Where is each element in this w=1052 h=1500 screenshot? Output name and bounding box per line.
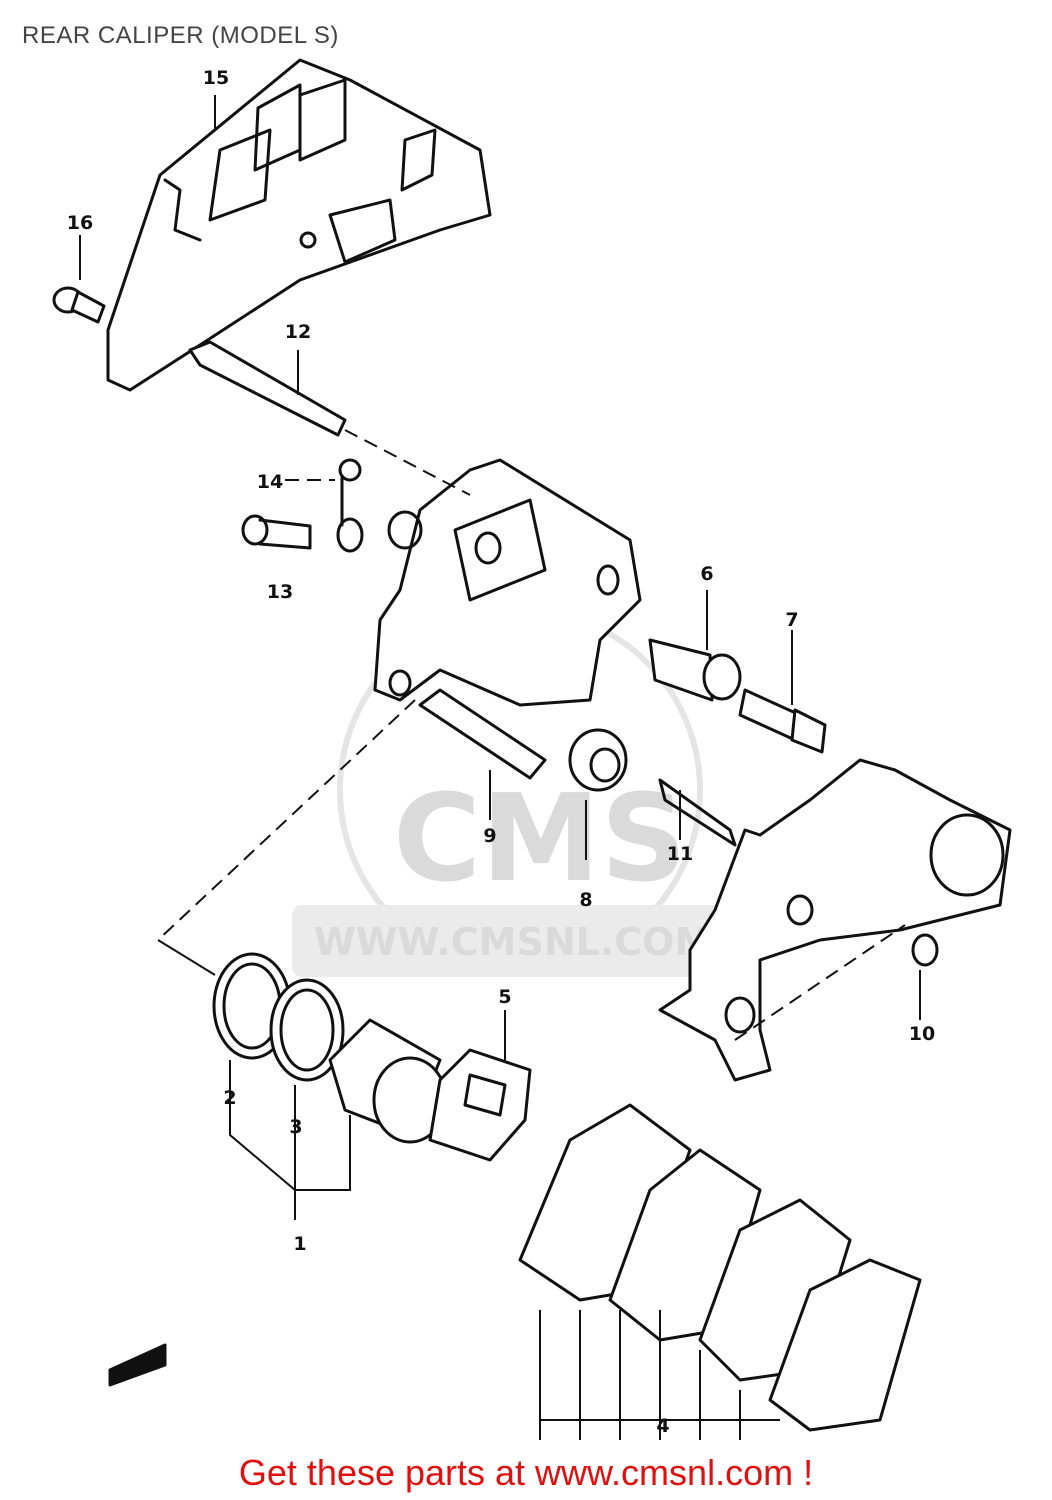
part-6-sleeve (648, 638, 742, 702)
cms-watermark: CMS WWW.CMSNL.COM (292, 607, 734, 977)
assembly-lines (157, 429, 906, 1041)
callout-4: 4 (656, 1415, 669, 1437)
exploded-parts-diagram: CMS WWW.CMSNL.COM (52, 58, 1012, 1440)
callout-labels: 1 2 3 4 5 6 7 8 9 10 11 12 13 14 15 16 (67, 67, 935, 1437)
get-parts-link[interactable]: Get these parts at www.cmsnl.com ! (238, 1452, 814, 1493)
callout-6: 6 (700, 563, 713, 585)
leader-lines (79, 95, 921, 1440)
part-3-seal (269, 978, 345, 1082)
watermark-logo: CMS (393, 770, 687, 909)
part-4-brake-pads (518, 1103, 922, 1432)
callout-11: 11 (667, 843, 693, 865)
part-5-shim (428, 1048, 532, 1162)
callout-5: 5 (498, 986, 511, 1008)
callout-13: 13 (267, 581, 293, 603)
caliper-body (373, 458, 642, 707)
part-11-spring (658, 778, 737, 847)
callout-7: 7 (785, 609, 798, 631)
callout-1: 1 (293, 1233, 306, 1255)
front-arrow-icon (108, 1343, 167, 1387)
callout-8: 8 (579, 889, 592, 911)
part-13-bleeder (241, 514, 312, 550)
callout-15: 15 (203, 67, 229, 89)
callout-16: 16 (67, 212, 93, 234)
callout-10: 10 (909, 1023, 935, 1045)
part-8-boot (568, 728, 628, 792)
diagram-title: REAR CALIPER (MODEL S) (22, 22, 339, 49)
part-9-slide-pin (418, 688, 547, 780)
callout-2: 2 (223, 1087, 236, 1109)
callout-9: 9 (483, 825, 496, 847)
part-15-caliper-cover (106, 58, 492, 392)
part-14-cap (336, 458, 364, 553)
part-1-piston (328, 1018, 448, 1144)
callout-3: 3 (289, 1116, 302, 1138)
part-7-pin-bolt (738, 688, 827, 754)
part-16-bolt (52, 286, 106, 324)
part-10-bushing (911, 933, 939, 967)
watermark-url: WWW.CMSNL.COM (314, 920, 713, 964)
callout-14: 14 (257, 471, 283, 493)
callout-12: 12 (285, 321, 311, 343)
part-12-pin (188, 340, 347, 437)
caliper-bracket (658, 758, 1012, 1082)
